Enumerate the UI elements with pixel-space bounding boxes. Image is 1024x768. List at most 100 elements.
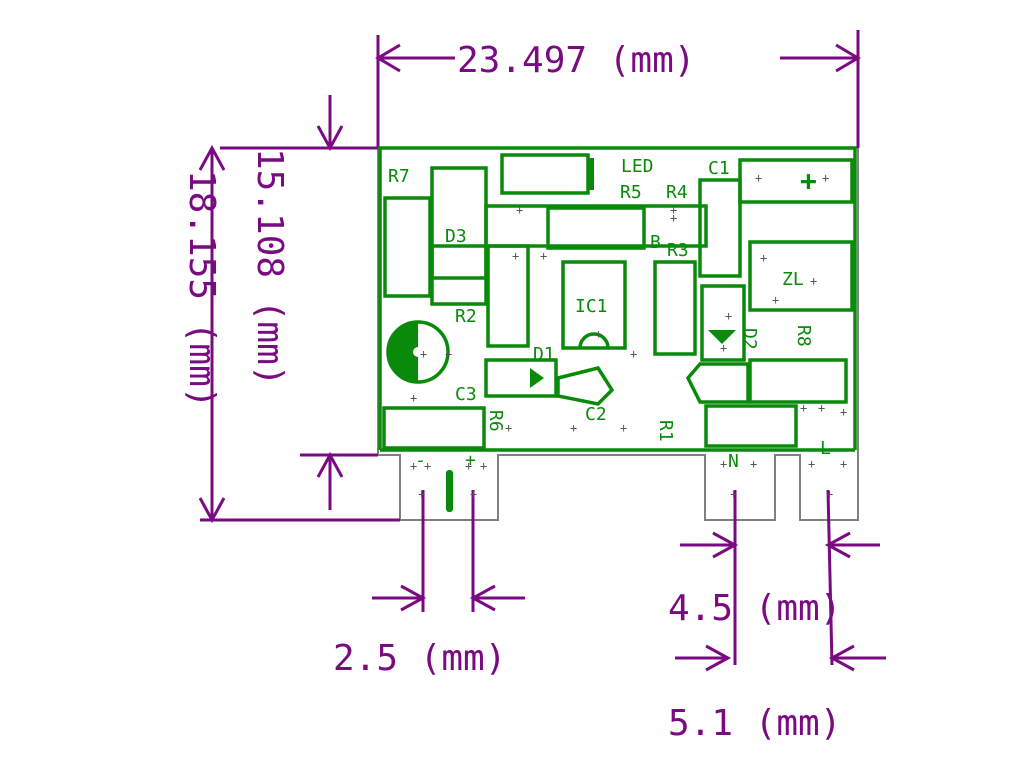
r1-label: R1 [655,420,676,442]
r5-r4-outline [484,204,708,248]
svg-text:+: + [725,309,732,323]
c1-pad [738,158,854,204]
svg-text:+: + [822,171,829,185]
svg-text:+: + [840,405,847,419]
r2-body [486,244,530,348]
svg-text:+: + [720,341,727,355]
svg-text:+: + [800,401,807,415]
svg-text:+: + [410,391,417,405]
c2-outline [556,365,615,406]
svg-text:+: + [410,459,417,473]
c1-body [698,178,742,278]
ic1-notch [578,332,610,349]
svg-text:+: + [420,347,427,361]
svg-text:+: + [465,459,472,473]
r2-label: R2 [455,306,477,327]
middle-pin-label: 4.5 (mm) [668,588,841,629]
svg-text:+: + [840,457,847,471]
svg-text:+: + [720,457,727,471]
svg-text:+: + [516,203,523,217]
c2-label: C2 [585,404,607,425]
silkscreen-layer: R7 D3 LED R5 R4 C1 + ZL B R3 R2 IC1 D2 R… [378,146,857,512]
plus-marker: + [800,164,817,197]
d3-top-body [430,166,488,280]
d3-bottom-body [430,244,488,306]
d1-symbol [530,368,544,388]
outer-height-label: 18.155 (mm) [181,170,222,408]
svg-text:+: + [480,459,487,473]
inner-height-dimension: 15.108 (mm) [220,95,378,510]
r1-body [704,404,798,448]
left-pin-label: 2.5 (mm) [333,638,506,679]
r3-label: R3 [667,240,689,261]
svg-text:+: + [470,487,477,501]
l-label: L [820,438,831,459]
svg-text:+: + [424,459,431,473]
svg-text:+: + [445,347,452,361]
middle-pin-dimension: 4.5 (mm) [668,490,841,672]
svg-text:+: + [570,421,577,435]
r6-body [382,406,486,450]
r5-label: R5 [620,182,642,203]
svg-text:+: + [620,421,627,435]
r7-label: R7 [388,166,410,187]
svg-text:+: + [760,251,767,265]
d1-label: D1 [533,344,555,365]
svg-text:+: + [755,171,762,185]
r7-body [383,196,432,298]
r3-body [653,260,697,356]
r6-label: R6 [485,410,506,432]
r8-label: R8 [793,325,814,347]
left-pin-dimension: 2.5 (mm) [333,490,525,679]
d1-outline [484,358,558,398]
c2-right-outline [685,362,750,404]
plus-pin-label: + [465,450,476,471]
d2-label: D2 [739,328,760,350]
width-dimension: 23.497 (mm) [375,30,861,148]
right-pin-label: 5.1 (mm) [668,703,841,744]
zl-body [748,240,854,312]
svg-text:+: + [630,347,637,361]
c1-label: C1 [708,158,730,179]
n-label: N [728,451,739,472]
led-body [500,153,590,195]
svg-text:+: + [418,487,425,501]
board-outline [377,147,859,521]
svg-text:+: + [810,274,817,288]
led-label: LED [621,156,654,177]
svg-text:+: + [670,203,677,217]
pad-markers: ++ ++ +++ ++ +++ ++ ++ +++ +++ +++ ++ ++… [410,171,847,501]
svg-text:+: + [505,421,512,435]
d2-symbol [708,330,736,344]
inner-height-label: 15.108 (mm) [249,148,290,386]
silkscreen-frame [378,146,857,450]
width-label: 23.497 (mm) [457,40,695,81]
c3-polarity [388,322,418,382]
svg-text:+: + [750,457,757,471]
svg-text:+: + [730,487,737,501]
svg-text:+: + [826,487,833,501]
r4-label: R4 [666,182,688,203]
r5-body [546,206,646,250]
d2-body [700,284,746,362]
ic1-label: IC1 [575,296,608,317]
r8-body [748,358,848,404]
c3-label: C3 [455,384,477,405]
svg-text:+: + [595,327,602,341]
minus-pin-marker [446,470,453,512]
led-marker [588,158,594,190]
svg-text:+: + [540,249,547,263]
svg-text:+: + [818,401,825,415]
c3-hole [413,347,423,357]
svg-text:+: + [512,249,519,263]
minus-label: - [415,450,426,471]
d3-label: D3 [445,226,467,247]
svg-text:+: + [808,457,815,471]
svg-text:+: + [772,293,779,307]
outer-height-dimension: 18.155 (mm) [181,144,400,524]
svg-text:+: + [670,211,677,225]
zl-label: ZL [782,269,804,290]
right-pin-dimension: 5.1 (mm) [668,489,886,744]
ic1-body [561,260,627,350]
